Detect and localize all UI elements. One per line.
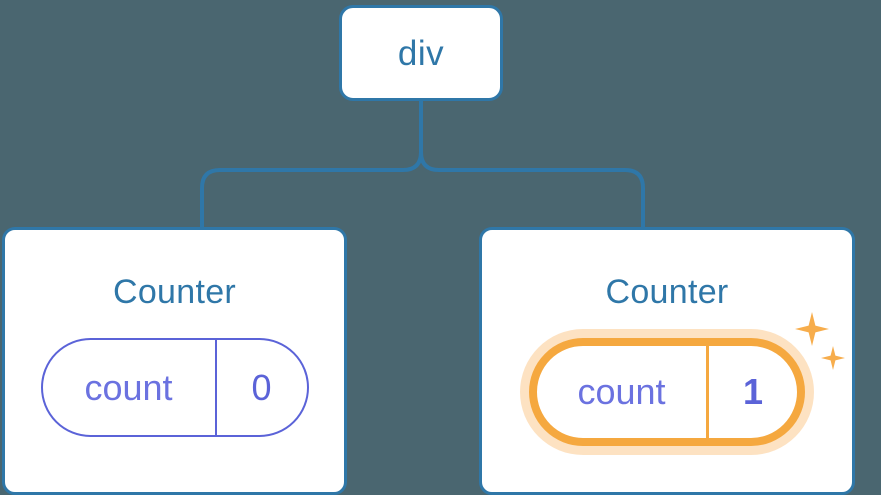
state-key-right: count <box>537 346 709 438</box>
state-pill-wrapper-left: count 0 <box>40 338 309 437</box>
node-div-label: div <box>397 33 445 73</box>
state-pill-left[interactable]: count 0 <box>40 338 309 437</box>
state-value-right: 1 <box>742 371 764 412</box>
node-counter-left-title: Counter <box>112 273 237 311</box>
state-pill-wrapper-right: count 1 <box>529 312 845 446</box>
connector-right <box>419 99 645 229</box>
node-counter-left[interactable]: Counter count 0 <box>2 227 347 495</box>
node-div[interactable]: div <box>339 5 503 101</box>
state-pill-right[interactable]: count 1 <box>529 338 805 446</box>
node-counter-right[interactable]: Counter count 1 <box>479 227 855 495</box>
node-counter-right-title: Counter <box>605 273 729 311</box>
state-key-left: count <box>43 340 217 435</box>
sparkle-large-icon <box>795 312 829 346</box>
state-value-left: 0 <box>251 366 272 408</box>
sparkle-small-icon <box>821 346 845 370</box>
connector-left <box>200 99 423 229</box>
